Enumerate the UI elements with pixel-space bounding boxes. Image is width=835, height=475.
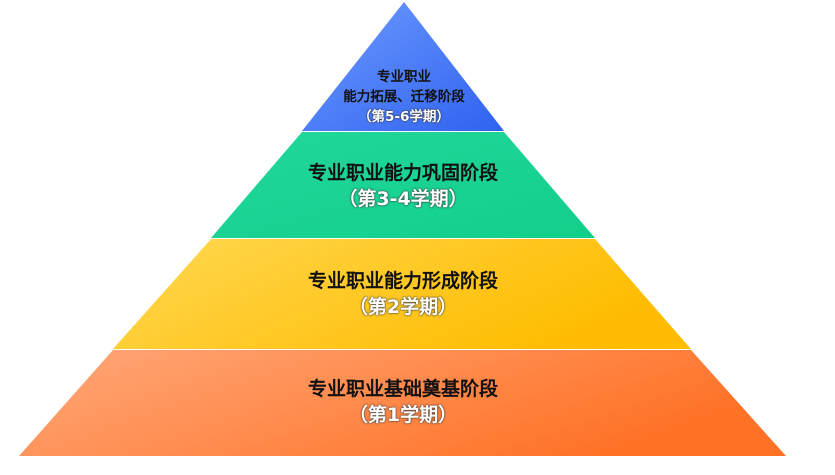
tier-top bbox=[302, 2, 504, 131]
tier-bottom-title: 专业职业基础奠基阶段 bbox=[307, 378, 499, 400]
tier-2-subtitle: （第3-4学期） bbox=[338, 188, 468, 210]
tier-top-subtitle: （第5-6学期） bbox=[358, 109, 450, 125]
tier-2 bbox=[211, 132, 595, 238]
tier-3-label: 专业职业能力形成阶段 （第2学期） bbox=[308, 268, 498, 320]
tier-3-subtitle: （第2学期） bbox=[348, 296, 458, 318]
tier-3-title: 专业职业能力形成阶段 bbox=[307, 270, 499, 292]
tier-2-title: 专业职业能力巩固阶段 bbox=[307, 162, 499, 184]
tier-bottom bbox=[19, 350, 786, 456]
tier-3 bbox=[113, 239, 691, 349]
tier-2-label: 专业职业能力巩固阶段 （第3-4学期） bbox=[308, 160, 498, 212]
tier-top-title-2: 能力拓展、迁移阶段 bbox=[343, 89, 465, 105]
tier-top-label: 专业职业 能力拓展、迁移阶段 （第5-6学期） bbox=[343, 67, 465, 127]
tier-bottom-subtitle: （第1学期） bbox=[348, 404, 458, 426]
tier-bottom-label: 专业职业基础奠基阶段 （第1学期） bbox=[308, 376, 498, 428]
tier-top-title-1: 专业职业 bbox=[377, 69, 431, 85]
